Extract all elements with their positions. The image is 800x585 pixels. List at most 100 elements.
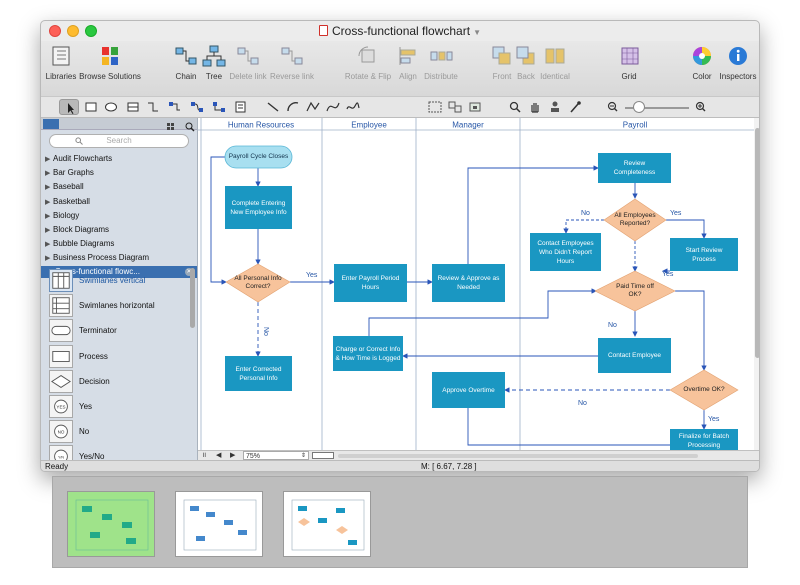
canvas-horizontal-scrollbar[interactable] [338, 454, 698, 458]
node-charge-or-correct[interactable]: Charge or Correct Info & How Time is Log… [333, 336, 403, 371]
shape-yes[interactable]: YES Yes [41, 394, 191, 419]
shape-process[interactable]: Process [41, 344, 191, 369]
arc-tool[interactable] [283, 99, 303, 115]
library-item[interactable]: ▶Audit Flowcharts [41, 152, 197, 166]
node-payroll-cycle[interactable]: Payroll Cycle Closes [224, 145, 293, 169]
polyline-tool[interactable] [303, 99, 323, 115]
scroll-right-icon[interactable]: ▶ [230, 452, 236, 459]
rotate-flip-label: Rotate & Flip [344, 72, 392, 81]
libraries-button[interactable]: Libraries [43, 43, 79, 81]
node-contact-employees[interactable]: Contact Employees Who Didn't Report Hour… [530, 233, 601, 271]
scroll-left-icon[interactable]: ◀ [216, 452, 222, 459]
library-item[interactable]: ▶Bubble Diagrams [41, 237, 197, 251]
pan-tool[interactable] [525, 99, 545, 115]
close-window-button[interactable] [49, 25, 61, 37]
shape-swimlanes-horizontal[interactable]: Swimlanes horizontal [41, 293, 191, 318]
library-item[interactable]: ▶Baseball [41, 180, 197, 194]
node-approve-overtime[interactable]: Approve Overtime [432, 372, 505, 408]
node-complete-entering[interactable]: Complete Entering New Employee Info [225, 186, 292, 229]
zoom-stepper-icon[interactable]: ⇕ [300, 453, 306, 459]
close-library-icon[interactable]: ✕ [185, 267, 193, 276]
line-tool[interactable] [263, 99, 283, 115]
delete-link-button[interactable]: Delete link [227, 43, 269, 81]
node-finalize-batch-label: Finalize for Batch Processing [678, 433, 730, 449]
table-tool[interactable] [123, 99, 143, 115]
eyedropper-tool[interactable] [565, 99, 585, 115]
distribute-button[interactable]: Distribute [421, 43, 461, 81]
freehand-tool[interactable] [343, 99, 363, 115]
sidebar-search-tab[interactable] [184, 119, 196, 132]
drawing-tools-bar [41, 97, 759, 118]
stamp-tool[interactable] [545, 99, 565, 115]
node-all-employees-reported[interactable]: All Employees Reported? [603, 198, 667, 242]
pointer-tool[interactable] [59, 99, 79, 115]
shape-terminator[interactable]: Terminator [41, 318, 191, 343]
node-all-personal-info[interactable]: All Personal Info Correct? [225, 263, 291, 303]
shape-decision[interactable]: Decision [41, 369, 191, 394]
shape-swimlanes-vertical[interactable]: Swimlanes vertical [41, 268, 191, 293]
node-start-review[interactable]: Start Review Process [670, 238, 738, 271]
tree-connector-tool[interactable] [209, 99, 229, 115]
zoom-tool[interactable] [505, 99, 525, 115]
node-paid-time-off[interactable]: Paid Time off OK? [594, 270, 676, 312]
minimize-window-button[interactable] [67, 25, 79, 37]
library-item[interactable]: ▶Basketball [41, 195, 197, 209]
library-item[interactable]: ▶Bar Graphs [41, 166, 197, 180]
node-overtime-ok[interactable]: Overtime OK? [669, 369, 739, 411]
sidebar-scrollbar[interactable] [190, 268, 195, 328]
node-contact-employee[interactable]: Contact Employee [598, 338, 671, 373]
page-view-toggle[interactable] [312, 452, 334, 459]
page-thumbnail-2[interactable] [175, 491, 263, 557]
canvas-vertical-scrollbar[interactable] [754, 118, 759, 460]
reverse-link-button[interactable]: Reverse link [269, 43, 315, 81]
shape-no[interactable]: NO No [41, 419, 191, 444]
diagram-canvas[interactable]: Human Resources Employee Manager Payroll [198, 118, 754, 460]
smart-connector-tool[interactable] [165, 99, 185, 115]
back-button[interactable]: Back [513, 43, 539, 81]
insert-text-tool[interactable] [231, 99, 251, 115]
color-button[interactable]: Color [689, 43, 715, 81]
ungroup-tool[interactable] [445, 99, 465, 115]
page-thumbnail-3[interactable] [283, 491, 371, 557]
library-item[interactable]: ▶Biology [41, 209, 197, 223]
node-review-completeness[interactable]: Review Completeness [598, 153, 671, 183]
pause-icon[interactable]: ॥ [202, 452, 207, 459]
rotate-flip-button[interactable]: Rotate & Flip [343, 43, 393, 81]
tree-button[interactable]: Tree [199, 43, 229, 81]
canvas-vertical-scroll-knob[interactable] [755, 128, 759, 358]
maximize-window-button[interactable] [85, 25, 97, 37]
zoom-in-button[interactable] [691, 99, 711, 115]
active-library-header[interactable]: Cross-functional flowc...✕ [41, 265, 197, 278]
page-thumbnail-1[interactable] [67, 491, 155, 557]
front-button[interactable]: Front [489, 43, 515, 81]
connector-tool[interactable] [143, 99, 163, 115]
zoom-slider-knob[interactable] [633, 101, 645, 113]
zoom-slider-track[interactable] [625, 107, 689, 109]
grid-view-tab[interactable] [166, 119, 176, 130]
node-review-approve[interactable]: Review & Approve as Needed [432, 264, 505, 302]
lock-tool[interactable] [465, 99, 485, 115]
zoom-out-button[interactable] [603, 99, 623, 115]
grid-button[interactable]: Grid [617, 43, 641, 81]
rectangle-icon [85, 102, 97, 112]
rectangle-tool[interactable] [81, 99, 101, 115]
browse-solutions-button[interactable]: Browse Solutions [79, 43, 141, 81]
inspectors-button[interactable]: Inspectors [717, 43, 759, 81]
chain-button[interactable]: Chain [171, 43, 201, 81]
library-item[interactable]: ▶Block Diagrams [41, 223, 197, 237]
ellipse-tool[interactable] [101, 99, 121, 115]
library-search-field[interactable]: Search [49, 134, 189, 148]
zoom-level-field[interactable]: 75%⇕ [243, 451, 309, 460]
spline-tool[interactable] [323, 99, 343, 115]
tree-view-tab[interactable] [43, 119, 59, 129]
align-button[interactable]: Align [393, 43, 423, 81]
identical-button[interactable]: Identical [537, 43, 573, 81]
disclosure-arrow-icon: ▶ [45, 212, 51, 220]
node-enter-corrected[interactable]: Enter Corrected Personal Info [225, 356, 292, 391]
node-enter-payroll[interactable]: Enter Payroll Period Hours [334, 264, 407, 302]
curve-connector-tool[interactable] [187, 99, 207, 115]
library-item[interactable]: ▶Business Process Diagram [41, 251, 197, 265]
title-chevron-icon[interactable]: ▼ [473, 28, 481, 37]
group-tool[interactable] [425, 99, 445, 115]
delete-link-label: Delete link [229, 72, 267, 81]
